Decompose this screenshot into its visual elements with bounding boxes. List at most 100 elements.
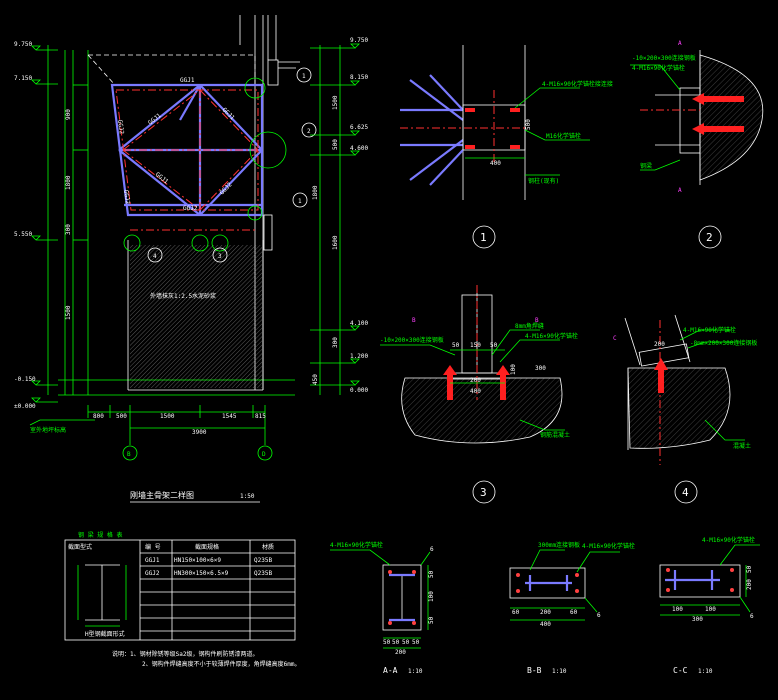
- note-1: 说明：1、钢材除锈等级Sa2级，钢构件刷防锈漆两道。: [112, 650, 258, 658]
- svg-text:300: 300: [535, 365, 546, 372]
- svg-text:60: 60: [512, 609, 520, 616]
- svg-text:-0.150: -0.150: [14, 376, 36, 383]
- hatched-wall: [130, 245, 262, 388]
- svg-text:4.600: 4.600: [350, 145, 368, 152]
- svg-text:A: A: [678, 40, 682, 47]
- axis-label: D: [262, 451, 266, 458]
- table-cell: GGJ1: [145, 557, 160, 564]
- svg-text:100: 100: [705, 606, 716, 613]
- dim-label: 500: [332, 139, 339, 150]
- dim-label: 900: [65, 109, 72, 120]
- callout-number: 2: [307, 128, 311, 135]
- svg-text:1:10: 1:10: [408, 668, 423, 675]
- svg-text:C: C: [613, 335, 617, 342]
- axis-label: B: [127, 451, 131, 458]
- member-label: GGJ2: [122, 189, 131, 205]
- right-level-marks: 9.750 8.150 6.625 4.600 4.100 1.200 0.00…: [310, 37, 368, 394]
- svg-text:100: 100: [428, 591, 435, 602]
- elevation-scale: 1:50: [240, 493, 255, 500]
- svg-text:1545: 1545: [222, 413, 237, 420]
- svg-text:钢柱(现有): 钢柱(现有): [528, 177, 559, 185]
- svg-text:9.750: 9.750: [350, 37, 368, 44]
- svg-text:4.100: 4.100: [350, 320, 368, 327]
- section-title: B-B: [527, 666, 542, 675]
- detail-label: 1: [480, 231, 487, 244]
- svg-text:50: 50: [452, 342, 460, 349]
- table-cell: Q235B: [254, 570, 272, 577]
- svg-text:H型钢截面形式: H型钢截面形式: [85, 630, 125, 638]
- table-cell: HN300×150×6.5×9: [174, 570, 229, 577]
- section-cc: 4-M16×90化学锚栓 6 100 100 300 50 200 C-C 1:…: [659, 536, 760, 675]
- dim-label: 450: [312, 374, 319, 385]
- detail-1: 400 500 4-M16×90化学锚栓接连接 M16化学锚栓 钢柱(现有) 1: [400, 45, 613, 249]
- svg-text:50: 50: [490, 342, 498, 349]
- svg-text:4-M16×90化学锚栓: 4-M16×90化学锚栓: [330, 541, 383, 549]
- svg-text:4-M16×90化学锚栓: 4-M16×90化学锚栓: [702, 536, 755, 544]
- detail-3: B B 50 150 50 200 400 300 100 -10×200×30…: [380, 285, 578, 504]
- svg-text:500: 500: [525, 119, 532, 130]
- svg-text:钢梁: 钢梁: [640, 162, 652, 170]
- svg-text:50: 50: [412, 639, 420, 646]
- svg-text:50: 50: [746, 565, 753, 573]
- svg-text:50: 50: [402, 639, 410, 646]
- detail-2: A A -10×200×300连接钢板 4-M16×90化学锚栓 钢梁 2: [630, 40, 764, 249]
- svg-text:4-M16×90化学锚栓: 4-M16×90化学锚栓: [525, 332, 578, 340]
- section-aa: 4-M16×90化学锚栓 6 50 50 50 50 200 50 100 50…: [330, 541, 435, 675]
- svg-text:9.750: 9.750: [14, 41, 32, 48]
- svg-text:400: 400: [540, 621, 551, 628]
- svg-text:6.625: 6.625: [350, 124, 368, 131]
- svg-text:50: 50: [392, 639, 400, 646]
- svg-text:50: 50: [383, 639, 391, 646]
- svg-text:0.000: 0.000: [350, 387, 368, 394]
- svg-text:800: 800: [93, 413, 104, 420]
- callout-number: 1: [298, 198, 302, 205]
- svg-text:5.550: 5.550: [14, 231, 32, 238]
- svg-text:8.150: 8.150: [350, 74, 368, 81]
- svg-text:300: 300: [692, 616, 703, 623]
- svg-text:4-M16×90化学锚栓: 4-M16×90化学锚栓: [632, 64, 685, 72]
- svg-text:500: 500: [116, 413, 127, 420]
- svg-text:截面规格: 截面规格: [195, 543, 219, 551]
- member-label: GGJ1: [180, 77, 195, 84]
- table-cell: Q235B: [254, 557, 272, 564]
- svg-text:混凝土: 混凝土: [733, 442, 751, 450]
- member-label: GGJ1: [147, 112, 163, 127]
- detail-label: 2: [706, 231, 713, 244]
- svg-text:-10×200×300连接钢板: -10×200×300连接钢板: [632, 54, 696, 62]
- dim-label: 1500: [332, 95, 339, 110]
- svg-text:-8mm×200×300连接钢板: -8mm×200×300连接钢板: [690, 339, 757, 347]
- svg-text:60: 60: [570, 609, 578, 616]
- svg-text:1500: 1500: [160, 413, 175, 420]
- member-label: GGJ2: [183, 205, 198, 212]
- detail-4: C 200 4-M16×90化学锚栓 -8mm×200×300连接钢板 混凝土 …: [613, 314, 757, 504]
- dim-label: 300: [332, 337, 339, 348]
- svg-text:7.150: 7.150: [14, 75, 32, 82]
- elevation-view: GGJ1 GGJ1 GGJ1 GGJ1 GGJ2 GGJ2 GGJ2 GGJ2 …: [14, 15, 368, 503]
- hatch-note: 外墙抹灰1:2.5水泥砂浆: [150, 292, 216, 300]
- section-title: A-A: [383, 666, 398, 675]
- svg-text:200: 200: [746, 579, 753, 590]
- svg-text:1.200: 1.200: [350, 353, 368, 360]
- elevation-title: 刚墙主骨架二样图: [130, 490, 194, 500]
- svg-text:6: 6: [750, 613, 754, 620]
- svg-text:4-M16×90化学锚栓: 4-M16×90化学锚栓: [683, 326, 736, 334]
- svg-text:200: 200: [395, 649, 406, 656]
- svg-text:100: 100: [672, 606, 683, 613]
- section-title: C-C: [673, 666, 688, 675]
- dim-label: 1600: [332, 235, 339, 250]
- table-cell: GGJ2: [145, 570, 160, 577]
- table-title: 钢 梁 规 格 表: [78, 531, 122, 539]
- svg-text:400: 400: [490, 160, 501, 167]
- svg-text:4-M16×90化学锚栓接连接: 4-M16×90化学锚栓接连接: [542, 80, 613, 88]
- svg-text:截面型式: 截面型式: [68, 543, 92, 551]
- svg-text:M16化学锚栓: M16化学锚栓: [546, 132, 581, 140]
- svg-text:400: 400: [470, 388, 481, 395]
- callout-number: 1: [302, 73, 306, 80]
- callout-number: 4: [153, 253, 157, 260]
- bottom-total: 3900: [192, 429, 207, 436]
- svg-text:50: 50: [428, 616, 435, 624]
- svg-text:±0.000: ±0.000: [14, 403, 36, 410]
- callout-number: 3: [218, 253, 222, 260]
- detail-label: 3: [480, 486, 487, 499]
